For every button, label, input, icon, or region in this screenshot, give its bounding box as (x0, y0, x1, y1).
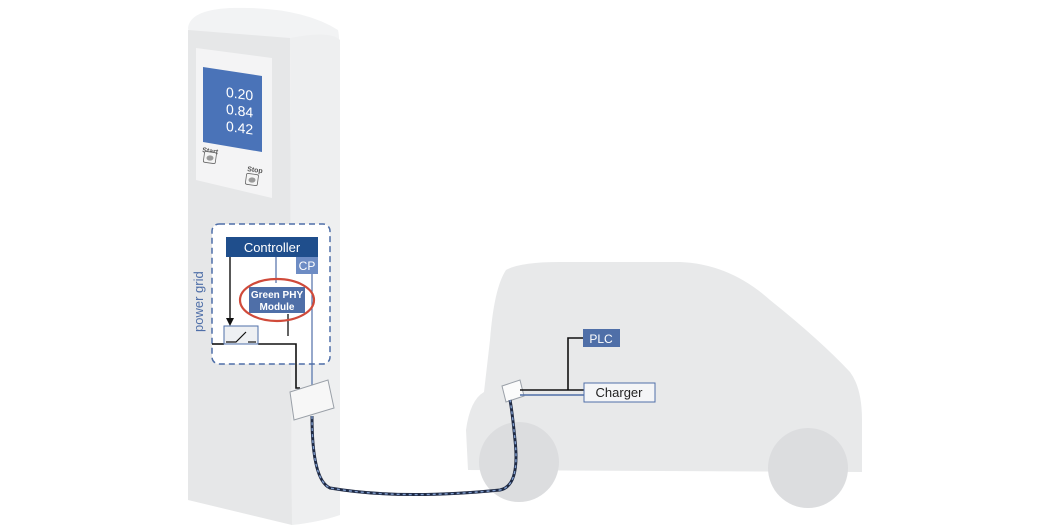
power-grid-label: power grid (191, 271, 206, 332)
relay-switch (223, 325, 259, 345)
car-inlet (501, 379, 525, 403)
cp-block (296, 257, 318, 274)
display-screen (203, 67, 262, 152)
stop-label: Stop (247, 166, 263, 175)
plc-label: PLC (589, 332, 613, 346)
cp-label: CP (299, 259, 316, 273)
stop-button-knob (248, 177, 256, 183)
display-reading-3: 0.42 (226, 118, 253, 138)
switch-lever (226, 331, 247, 343)
green-phy-highlight (238, 277, 316, 323)
grid-wire-out (258, 343, 300, 389)
green-phy-label-line1: Green PHY (251, 290, 304, 301)
schematic-box: Controller CP Green PHY Module (211, 223, 331, 389)
plc-block (583, 329, 620, 347)
display-reading-1: 0.20 (226, 84, 253, 104)
green-phy-module (249, 287, 305, 313)
start-button[interactable]: Start (202, 147, 219, 164)
car-rear-wheel (768, 428, 848, 508)
electric-car: PLC Charger (466, 262, 862, 508)
controller-label: Controller (244, 240, 301, 255)
stop-button[interactable]: Stop (245, 166, 263, 186)
start-button-knob (206, 155, 214, 161)
station-socket-box (289, 379, 335, 421)
cable-inner (311, 399, 517, 496)
car-front-wheel (479, 422, 559, 502)
plc-wire (567, 337, 583, 390)
charger-block (583, 382, 656, 403)
controller-block (226, 237, 318, 257)
car-body (466, 262, 862, 472)
control-arrow (226, 318, 234, 326)
green-phy-label-line2: Module (260, 302, 295, 313)
charging-cable (310, 399, 518, 497)
display-reading-2: 0.84 (226, 101, 253, 121)
charger-label: Charger (596, 385, 644, 400)
station-socket (289, 379, 335, 421)
